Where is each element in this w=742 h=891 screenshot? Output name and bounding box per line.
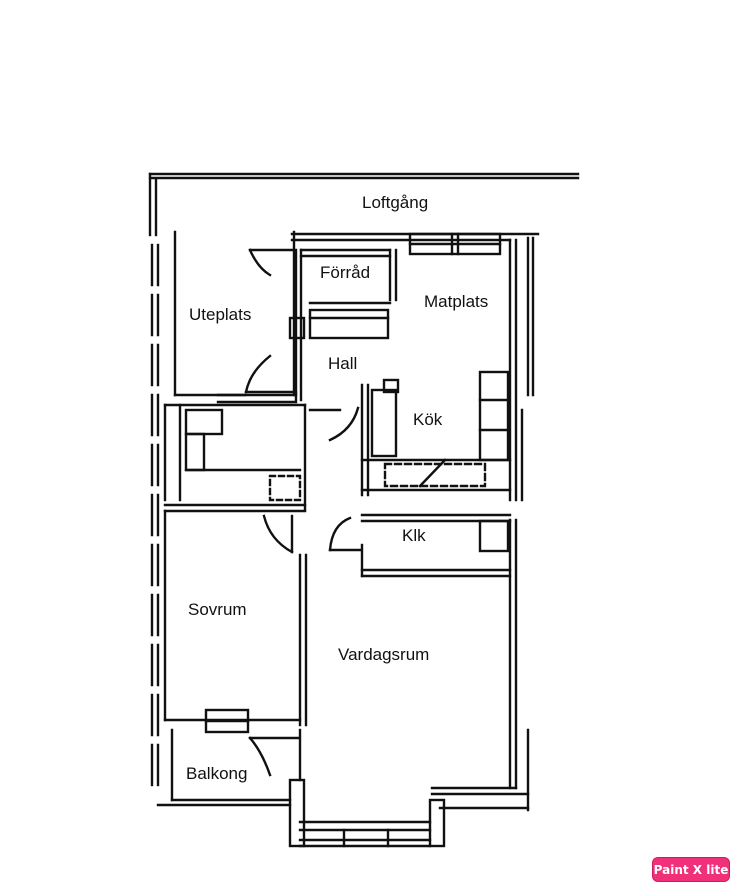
sovrum-walls — [163, 509, 308, 734]
klk-walls — [360, 513, 512, 578]
gallery-edge — [148, 172, 580, 237]
right-boundary — [520, 236, 535, 812]
bathroom-walls — [163, 403, 307, 513]
room-label-matplats: Matplats — [424, 292, 489, 311]
watermark-badge: Paint X lite — [652, 857, 730, 882]
vardagsrum-walls — [298, 518, 530, 796]
balkong-walls — [156, 728, 300, 807]
room-label-balkong: Balkong — [186, 764, 248, 783]
kitchen-counters — [360, 370, 512, 497]
bay-window — [288, 778, 530, 848]
door-hall — [308, 406, 360, 442]
window-matplats — [408, 232, 502, 256]
room-label-loftgang: Loftgång — [362, 193, 429, 212]
room-label-forrad: Förråd — [320, 263, 371, 282]
hall-closet — [288, 308, 390, 340]
room-label-sovrum: Sovrum — [188, 600, 247, 619]
room-label-uteplats: Uteplats — [189, 305, 252, 324]
room-label-hall: Hall — [328, 354, 358, 373]
room-label-kok: Kök — [413, 410, 443, 429]
room-label-klk: Klk — [402, 526, 426, 545]
left-boundary — [150, 243, 160, 792]
room-label-vardagsrum: Vardagsrum — [338, 645, 430, 664]
door-forrad — [248, 248, 294, 277]
doors-mid — [262, 514, 362, 554]
door-uteplats — [216, 354, 298, 404]
